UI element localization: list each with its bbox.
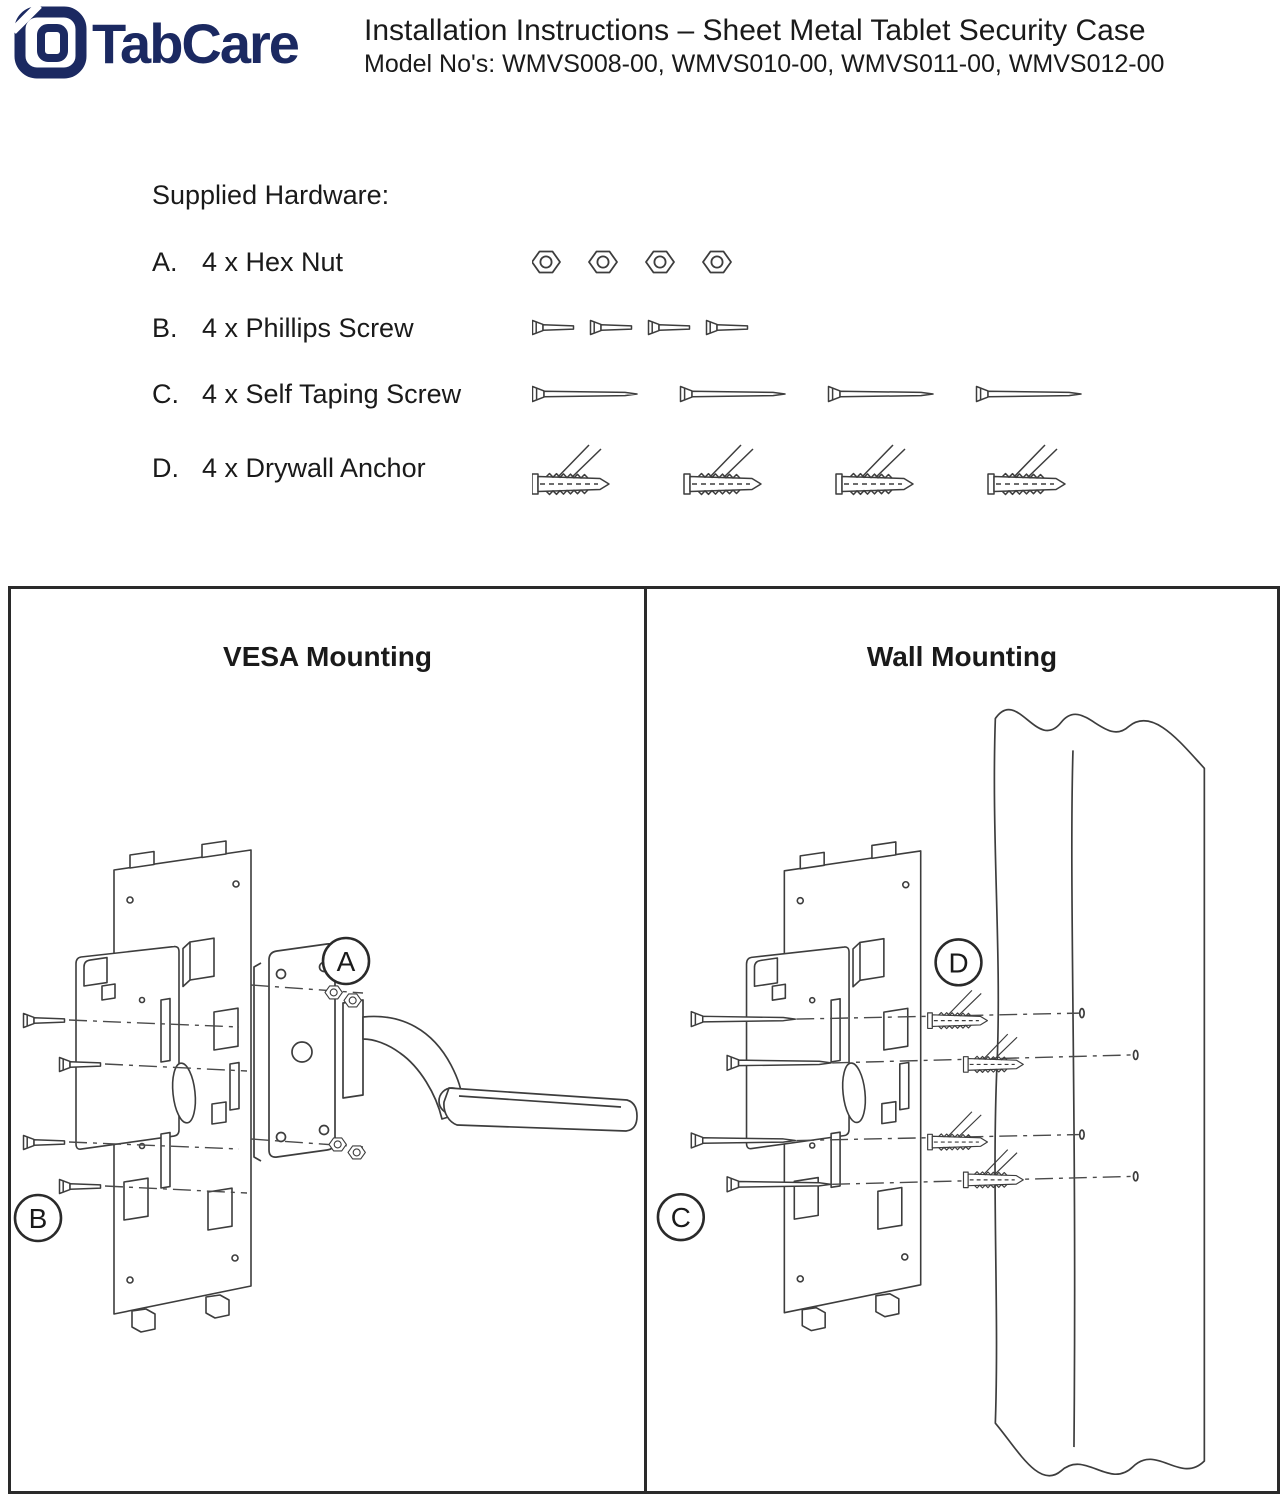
hardware-item-drywall-anchor: D. 4 x Drywall Anchor — [152, 439, 1112, 497]
hex-nut-icon — [324, 985, 343, 1000]
callout-b-label: B — [29, 1203, 48, 1234]
hardware-item-phillips-screw: B. 4 x Phillips Screw — [152, 307, 1112, 349]
hex-nut-icons — [532, 249, 772, 275]
drywall-anchor-icon — [927, 989, 989, 1030]
phillips-screw-icon — [532, 319, 749, 336]
hardware-item-self-taping-screw: C. 4 x Self Taping Screw — [152, 373, 1112, 415]
wall-hole-marks — [1078, 1007, 1139, 1182]
callout-a-label: A — [337, 946, 356, 977]
hex-nut-icon — [328, 1137, 347, 1152]
callout-a-badge: A — [321, 936, 371, 986]
vesa-adapter-plate — [253, 943, 336, 1162]
item-letter: D. — [152, 452, 179, 483]
model-numbers: Model No's: WMVS008-00, WMVS010-00, WMVS… — [364, 50, 1165, 78]
drywall-anchor-icon — [927, 1111, 989, 1151]
callout-c-badge: C — [656, 1192, 706, 1242]
self-tapping-screw-icon — [532, 385, 1082, 403]
self-tapping-screw-icons — [532, 385, 1112, 403]
wall-section — [993, 708, 1206, 1477]
supplied-hardware-section: Supplied Hardware: A. 4 x Hex Nut B. 4 x… — [152, 180, 1112, 521]
item-letter: C. — [152, 378, 179, 409]
item-label: 4 x Phillips Screw — [202, 312, 414, 343]
page-header: TabCare Installation Instructions – Shee… — [12, 4, 1164, 84]
vesa-mounting-title: VESA Mounting — [223, 641, 432, 672]
drywall-anchor-icon — [532, 444, 1066, 496]
tabcare-logo: TabCare — [12, 4, 364, 84]
vesa-mounting-panel: VESA Mounting — [11, 589, 644, 1491]
vesa-mounting-diagram: A B — [13, 840, 638, 1333]
callout-c-label: C — [671, 1202, 691, 1233]
security-case-plate — [745, 841, 922, 1332]
wall-mounting-title: Wall Mounting — [866, 641, 1058, 672]
logo-wordmark: TabCare — [92, 12, 300, 75]
tabcare-logo-icon — [12, 4, 87, 79]
wall-mounting-diagram: D C — [656, 708, 1206, 1477]
hex-nut-icon — [343, 993, 362, 1008]
hex-nut-icon — [532, 250, 732, 274]
vesa-arm — [342, 999, 638, 1132]
callout-d-label: D — [948, 947, 968, 978]
wall-mounting-panel: Wall Mounting — [644, 589, 1277, 1491]
callout-b-badge: B — [13, 1193, 63, 1243]
item-letter: A. — [152, 246, 178, 277]
mounting-diagrams: VESA Mounting — [8, 586, 1280, 1494]
hardware-item-hex-nut: A. 4 x Hex Nut — [152, 241, 1112, 283]
callout-d-badge: D — [934, 938, 983, 987]
phillips-screw-icon — [58, 1178, 102, 1195]
drywall-anchor-icons — [532, 439, 1112, 497]
supplied-hardware-heading: Supplied Hardware: — [152, 180, 390, 210]
phillips-screw-icon — [22, 1134, 66, 1151]
hex-nut-icon — [347, 1145, 366, 1160]
item-letter: B. — [152, 312, 178, 343]
item-label: 4 x Hex Nut — [202, 246, 344, 277]
item-label: 4 x Drywall Anchor — [202, 452, 426, 483]
item-label: 4 x Self Taping Screw — [202, 378, 462, 409]
phillips-screw-icon — [22, 1012, 66, 1029]
phillips-screw-icons — [532, 319, 772, 337]
document-title: Installation Instructions – Sheet Metal … — [364, 14, 1146, 47]
security-case-plate — [75, 840, 252, 1333]
